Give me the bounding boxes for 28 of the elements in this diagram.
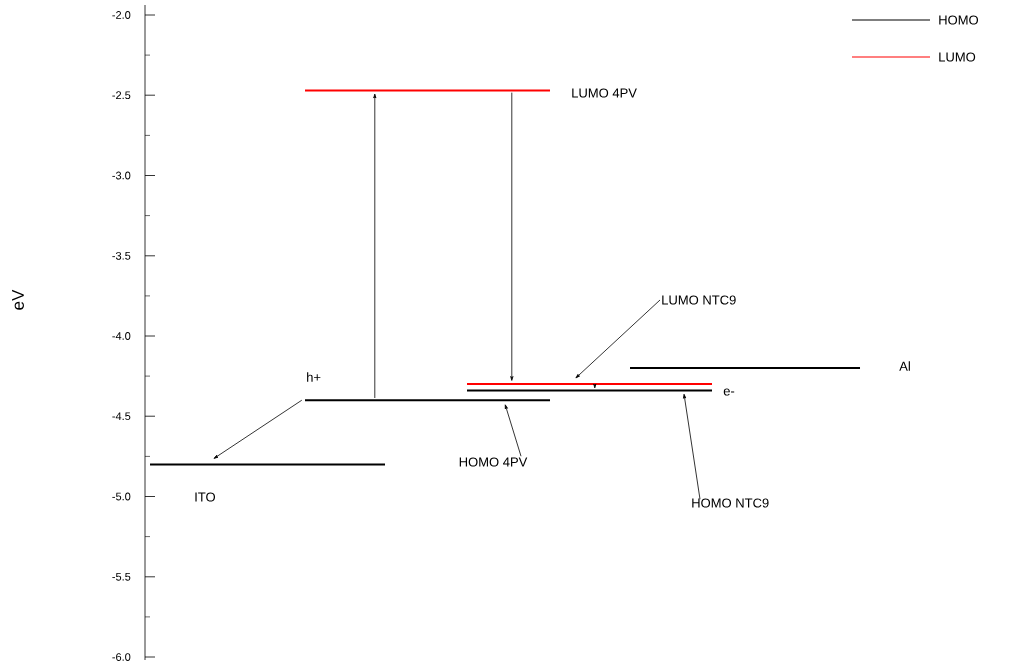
level-label: HOMO 4PV — [459, 457, 528, 467]
tick-label: -2.5 — [112, 91, 131, 100]
axis-label: eV — [12, 289, 24, 310]
tick-label: -4.0 — [112, 332, 131, 340]
energy-level — [467, 383, 712, 386]
legend-label: LUMO — [939, 52, 976, 62]
tick-label: -5.0 — [112, 492, 131, 501]
arrow — [510, 92, 514, 381]
tick-label: -3.5 — [112, 251, 131, 260]
legend-label: HOMO — [939, 15, 979, 25]
tick-label: -5.5 — [112, 573, 131, 581]
tick-label: -3.0 — [112, 171, 131, 180]
level-label: LUMO NTC9 — [662, 295, 736, 305]
tick-label: -2.0 — [112, 11, 131, 19]
arrow — [593, 383, 597, 389]
tick-label: -4.5 — [112, 412, 131, 421]
arrow — [575, 299, 661, 379]
arrow — [373, 93, 377, 399]
level-label: LUMO 4PV — [572, 88, 637, 98]
arrow — [213, 399, 303, 459]
level-label: Al — [899, 361, 910, 371]
level-label: ITO — [195, 492, 215, 502]
tick-label: -6.0 — [112, 653, 131, 661]
level-label: e- — [723, 388, 735, 396]
arrow — [504, 404, 522, 457]
level-label: h+ — [307, 372, 321, 382]
level-label: HOMO NTC9 — [692, 498, 769, 508]
arrow — [683, 393, 701, 500]
